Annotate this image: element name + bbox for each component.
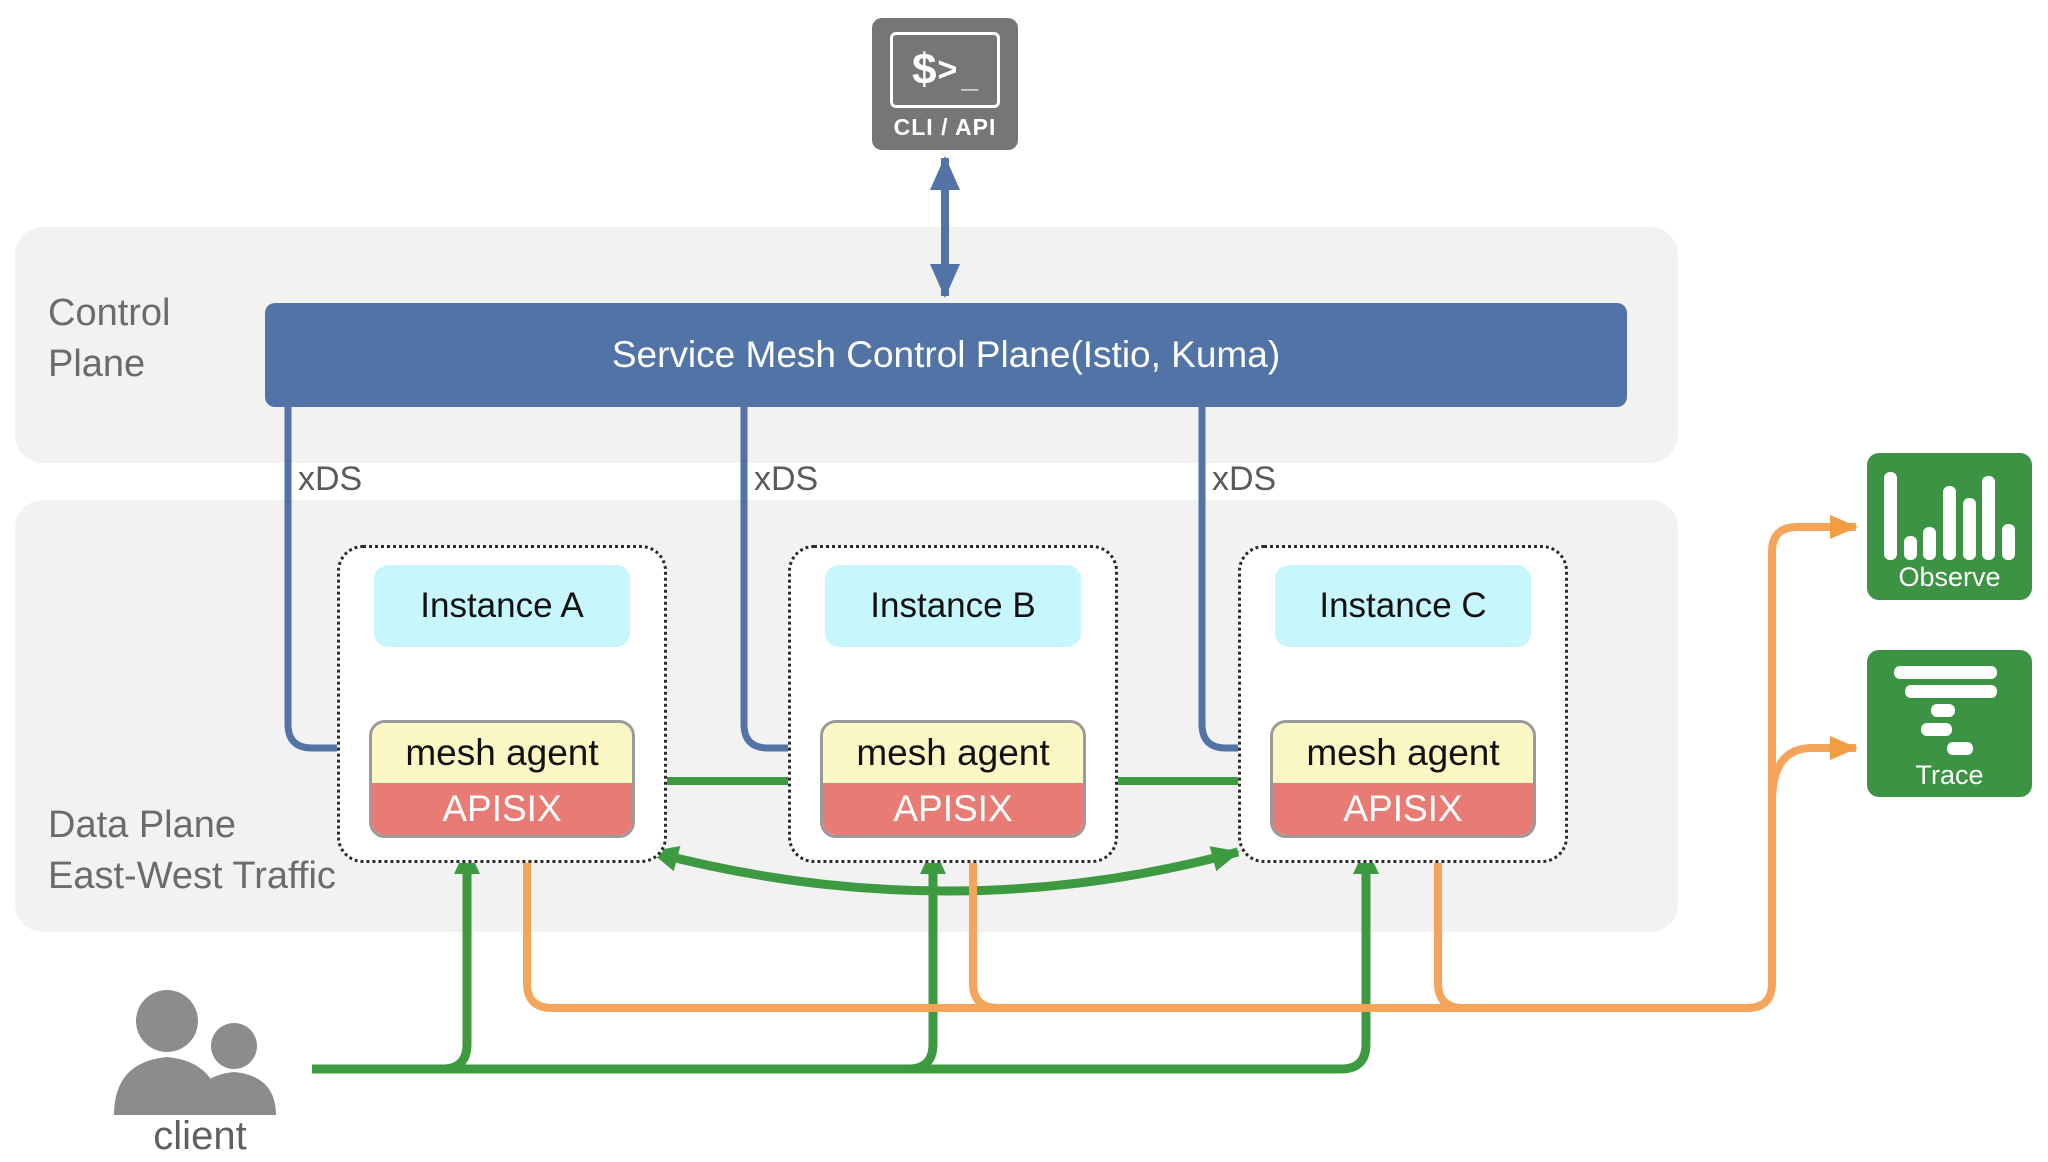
terminal-icon: $ > _ (890, 32, 1000, 108)
terminal-cursor-glyph: _ (961, 61, 979, 94)
mesh-agent-label-a: mesh agent (372, 723, 632, 783)
apisix-label-c: APISIX (1273, 783, 1533, 835)
cli-api-label: CLI / API (893, 114, 997, 140)
terminal-prompt-glyph: > (937, 50, 958, 89)
control-plane-label-line1: Control (48, 292, 171, 334)
terminal-dollar-glyph: $ (911, 45, 937, 94)
telemetry-branch-trace (1768, 736, 1858, 803)
service-mesh-control-plane-bar: Service Mesh Control Plane(Istio, Kuma) (265, 303, 1627, 407)
instance-b-node: Instance B (825, 565, 1081, 647)
client-users-icon (114, 990, 276, 1115)
mesh-agent-node-a: mesh agent APISIX (369, 720, 635, 838)
trace-spans-icon (1884, 666, 2015, 758)
xds-label-b: xDS (754, 460, 819, 498)
instance-c-node: Instance C (1275, 565, 1531, 647)
data-plane-label-line1: Data Plane (48, 804, 237, 846)
apisix-label-b: APISIX (823, 783, 1083, 835)
mesh-agent-node-c: mesh agent APISIX (1270, 720, 1536, 838)
cli-api-node: $ > _ CLI / API (872, 18, 1018, 150)
trace-label: Trace (1915, 760, 1984, 790)
xds-label-c: xDS (1212, 460, 1277, 498)
mesh-agent-label-b: mesh agent (823, 723, 1083, 783)
xds-label-a: xDS (298, 460, 363, 498)
control-plane-label: Control Plane (48, 288, 171, 390)
mesh-agent-node-b: mesh agent APISIX (820, 720, 1086, 838)
observe-label: Observe (1898, 562, 2001, 592)
instance-a-node: Instance A (374, 565, 630, 647)
observe-node: Observe (1867, 453, 2032, 600)
control-plane-label-line2: Plane (48, 343, 146, 385)
mesh-agent-label-c: mesh agent (1273, 723, 1533, 783)
bar-chart-icon (1884, 470, 2015, 560)
data-plane-label-line2: East-West Traffic (48, 855, 336, 897)
client-label: client (153, 1114, 247, 1158)
trace-node: Trace (1867, 650, 2032, 797)
apisix-label-a: APISIX (372, 783, 632, 835)
data-plane-label: Data Plane East-West Traffic (48, 800, 336, 902)
